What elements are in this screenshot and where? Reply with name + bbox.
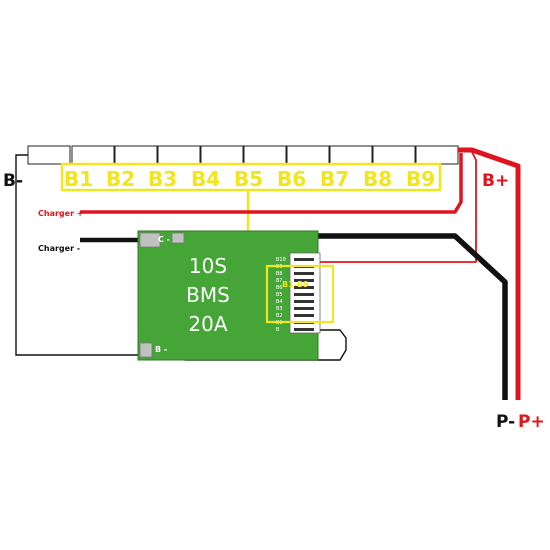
b-minus-pad-label: B - — [155, 345, 167, 354]
c-minus-pad-right — [171, 232, 185, 244]
pin-label-b2: B2 — [276, 313, 283, 319]
balance-yellow-box — [265, 264, 335, 324]
b-plus-label: B+ — [482, 171, 509, 191]
cell-label-3: B3 — [148, 167, 177, 191]
cell-label-1: B1 — [64, 167, 93, 191]
cell-label-8: B8 — [363, 167, 392, 191]
battery-cells — [27, 145, 459, 165]
cell-label-6: B6 — [277, 167, 306, 191]
cell-block-5 — [200, 145, 244, 165]
balance-range-label: B1-B9 — [282, 280, 309, 289]
c-minus-pad — [139, 232, 161, 248]
p-minus-label: P- — [496, 412, 515, 432]
b-plus-thin-wire — [318, 151, 477, 263]
cell-labels-box — [60, 162, 442, 192]
cell-label-4: B4 — [191, 167, 220, 191]
pin-label-b10: B10 — [276, 257, 286, 263]
cell-block-2 — [71, 145, 115, 165]
bms-label-cells: 10S — [189, 254, 227, 278]
pin-label-b5: B5 — [276, 292, 283, 298]
pin-label-b4: B4 — [276, 299, 283, 305]
b-minus-label: B- — [3, 171, 23, 191]
pin-label-b3: B3 — [276, 306, 283, 312]
b-minus-pad — [139, 342, 153, 358]
pin-label-b: B — [276, 327, 280, 333]
cell-block-1 — [27, 145, 71, 165]
bms-board: C - B - 10S BMS 20A B10 B9 B8 B7 B6 B5 — [137, 230, 335, 361]
cell-block-10 — [415, 145, 459, 165]
cell-block-3 — [114, 145, 158, 165]
charger-plus-label: Charger + — [38, 209, 84, 218]
c-minus-label: C - — [158, 235, 170, 244]
cell-label-5: B5 — [234, 167, 263, 191]
pin-label-b8: B8 — [276, 271, 283, 277]
cell-block-6 — [243, 145, 287, 165]
pin-label-b6: B6 — [276, 285, 283, 291]
cell-block-4 — [157, 145, 201, 165]
cell-block-7 — [286, 145, 330, 165]
pin-label-b7: B7 — [276, 278, 283, 284]
charger-minus-label: Charger - — [38, 244, 80, 253]
red-wires — [80, 147, 521, 400]
cell-block-8 — [329, 145, 373, 165]
cell-label-2: B2 — [106, 167, 135, 191]
bms-label-current: 20A — [188, 312, 227, 336]
charger-plus-wire — [80, 153, 463, 214]
cell-label-9: B9 — [406, 167, 435, 191]
p-plus-label: P+ — [518, 412, 545, 432]
cell-block-9 — [372, 145, 416, 165]
cell-label-7: B7 — [320, 167, 349, 191]
cell-labels: B1 B2 B3 B4 B5 B6 B7 B8 B9 — [64, 167, 435, 191]
b-plus-wire — [458, 147, 521, 400]
bms-label-type: BMS — [186, 283, 230, 307]
